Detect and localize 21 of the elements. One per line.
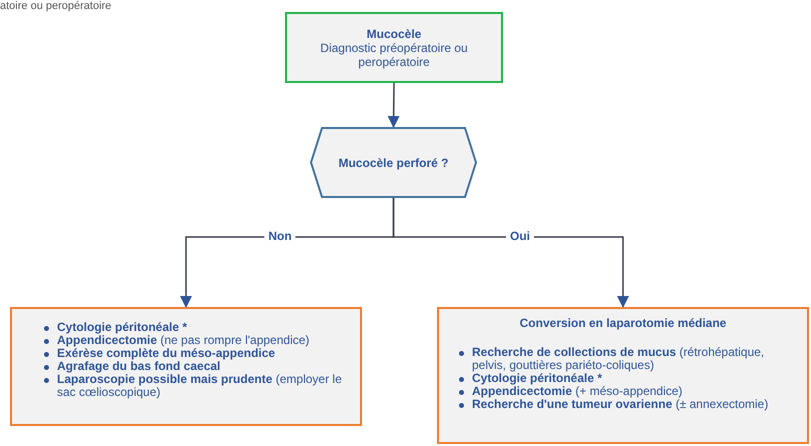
- list-item: Appendicectomie (+ méso-appendice): [472, 385, 682, 398]
- list-item: Recherche de collections de mucus (rétrohépatique, pelvis, gouttières pariéto-coliques): [472, 346, 766, 372]
- list-item: Appendicectomie (ne pas rompre l'appendice): [57, 334, 310, 347]
- list-item: Exérèse complète du méso-appendice: [57, 347, 276, 360]
- edge-label: Non: [264, 229, 296, 243]
- action-box: [10, 307, 362, 426]
- box-text: Diagnostic préopératoire ou peropératoire: [319, 40, 469, 68]
- list-item: Cytologie péritonéale *: [472, 372, 602, 385]
- box-heading: Mucocèle: [366, 26, 422, 40]
- action-box: [437, 307, 809, 444]
- box-heading: Conversion en laparotomie médiane: [518, 317, 728, 330]
- list-item: Cytologie péritonéale *: [57, 321, 188, 334]
- start-box: [285, 12, 503, 83]
- arrow: [388, 83, 400, 128]
- edge-label: Oui: [506, 229, 534, 243]
- list-item: Agrafage du bas fond caecal: [57, 360, 220, 373]
- list-item: Laparoscopie possible mais prudente (employer le sac cœlioscopique): [57, 373, 343, 399]
- cut-off-text: atoire ou peropératoire: [0, 0, 112, 12]
- decision-text: Mucocèle perforé ?: [338, 154, 449, 172]
- list-item: Recherche d'une tumeur ovarienne (± annexectomie): [472, 398, 768, 411]
- arrow: [392, 198, 629, 308]
